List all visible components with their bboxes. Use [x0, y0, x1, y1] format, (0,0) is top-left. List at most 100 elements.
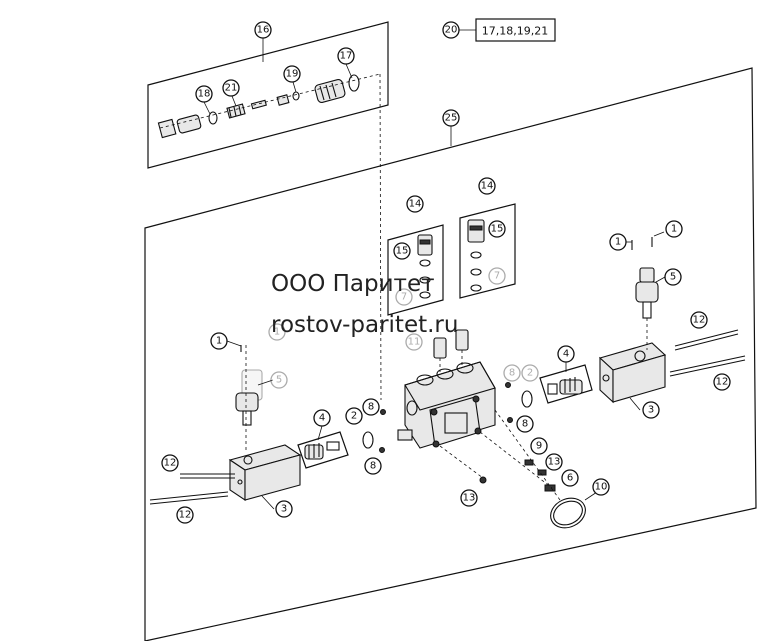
fasteners [379, 382, 561, 501]
callout-label: 4 [563, 349, 569, 360]
callout-label: 20 [445, 25, 458, 36]
callout-label: 7 [401, 292, 407, 303]
sub-assembly-panel-16 [147, 21, 389, 169]
callout-5-left: 5 [270, 371, 288, 389]
callout-label: 25 [445, 113, 458, 124]
callout-5-right: 5 [664, 268, 682, 286]
callout-label: 15 [491, 224, 504, 235]
right-end-block [598, 342, 667, 404]
callout-label: 8 [522, 419, 528, 430]
callout-label: 19 [286, 69, 299, 80]
callout-13-b: 13 [460, 489, 478, 507]
watermark-company: ООО Паритет [271, 271, 435, 297]
callout-2-right: 2 [521, 364, 539, 382]
callout-12-d: 12 [713, 373, 731, 391]
callout-label: 2 [527, 368, 533, 379]
callout-label: 1 [671, 224, 677, 235]
callout-16: 16 [254, 21, 272, 39]
callout-1-c: 1 [609, 233, 627, 251]
callout-label: 8 [509, 368, 515, 379]
callout-8-c: 8 [503, 364, 521, 382]
check-valve-parts [157, 73, 382, 401]
callout-label: 1 [615, 237, 621, 248]
inset-box-right-14 [459, 203, 516, 299]
callout-7-left: 7 [395, 288, 413, 306]
callout-label: 12 [164, 458, 177, 469]
kit-contents-text: 17,18,19,21 [482, 25, 548, 38]
callout-9: 9 [530, 437, 548, 455]
gasket-ring-inner [553, 500, 583, 526]
callout-label: 21 [225, 83, 238, 94]
callout-12-a: 12 [161, 454, 179, 472]
callout-label: 5 [276, 375, 282, 386]
callout-label: 4 [319, 413, 325, 424]
callout-label: 3 [648, 405, 654, 416]
callout-18: 18 [195, 85, 213, 103]
callout-8-a: 8 [362, 398, 380, 416]
callout-label: 1 [274, 327, 280, 338]
kit-label-box: 17,18,19,21 [459, 18, 556, 42]
callout-label: 14 [481, 181, 494, 192]
callout-label: 11 [408, 337, 421, 348]
left-solenoid [235, 345, 259, 450]
callout-label: 2 [351, 411, 357, 422]
callout-8-b: 8 [364, 457, 382, 475]
callout-label: 7 [494, 271, 500, 282]
callout-label: 3 [281, 504, 287, 515]
o-ring-left [362, 431, 374, 449]
callout-label: 8 [368, 402, 374, 413]
valve-body [397, 361, 496, 449]
callout-label: 1 [216, 336, 222, 347]
callout-15-right: 15 [488, 220, 506, 238]
callout-1-a: 1 [210, 332, 228, 350]
callout-label: 12 [693, 315, 706, 326]
callout-label: 5 [670, 272, 676, 283]
callout-4-left: 4 [313, 409, 331, 427]
callout-1-d: 1 [665, 220, 683, 238]
callout-20: 20 [442, 21, 460, 39]
callout-label: 10 [595, 482, 608, 493]
watermark-website: rostov-paritet.ru [271, 312, 459, 338]
callout-13-a: 13 [545, 453, 563, 471]
o-ring-right [521, 390, 533, 408]
callout-11: 11 [405, 333, 423, 351]
callout-2-left: 2 [345, 407, 363, 425]
callout-label: 12 [179, 510, 192, 521]
callout-10: 10 [592, 478, 610, 496]
callout-15-left: 15 [393, 242, 411, 260]
inset-right-contents [467, 219, 485, 292]
main-assembly-panel-25 [144, 67, 757, 641]
right-spring-kit [539, 364, 593, 404]
callout-label: 16 [257, 25, 270, 36]
left-end-block [228, 444, 302, 502]
callout-12-b: 12 [176, 506, 194, 524]
callout-6: 6 [561, 469, 579, 487]
callout-label: 13 [463, 493, 476, 504]
callout-17: 17 [337, 47, 355, 65]
left-spring-kit [297, 431, 349, 469]
callout-3-right: 3 [642, 401, 660, 419]
callout-label: 17 [340, 51, 353, 62]
callout-label: 13 [548, 457, 561, 468]
callout-label: 15 [396, 246, 409, 257]
callout-1-b: 1 [268, 323, 286, 341]
callout-8-d: 8 [516, 415, 534, 433]
inset-left-contents [417, 234, 433, 299]
callout-label: 6 [567, 473, 573, 484]
callout-3-left: 3 [275, 500, 293, 518]
callout-label: 9 [536, 441, 542, 452]
callout-14-left: 14 [406, 195, 424, 213]
tie-rods [149, 329, 746, 505]
gasket-ring [550, 497, 586, 529]
callout-21: 21 [222, 79, 240, 97]
callout-19: 19 [283, 65, 301, 83]
callout-25: 25 [442, 109, 460, 127]
callout-label: 8 [370, 461, 376, 472]
inset-box-left-14 [387, 224, 444, 316]
relief-plugs [433, 329, 469, 372]
right-solenoid [631, 237, 659, 350]
callout-label: 12 [716, 377, 729, 388]
callout-12-c: 12 [690, 311, 708, 329]
callout-14-right: 14 [478, 177, 496, 195]
